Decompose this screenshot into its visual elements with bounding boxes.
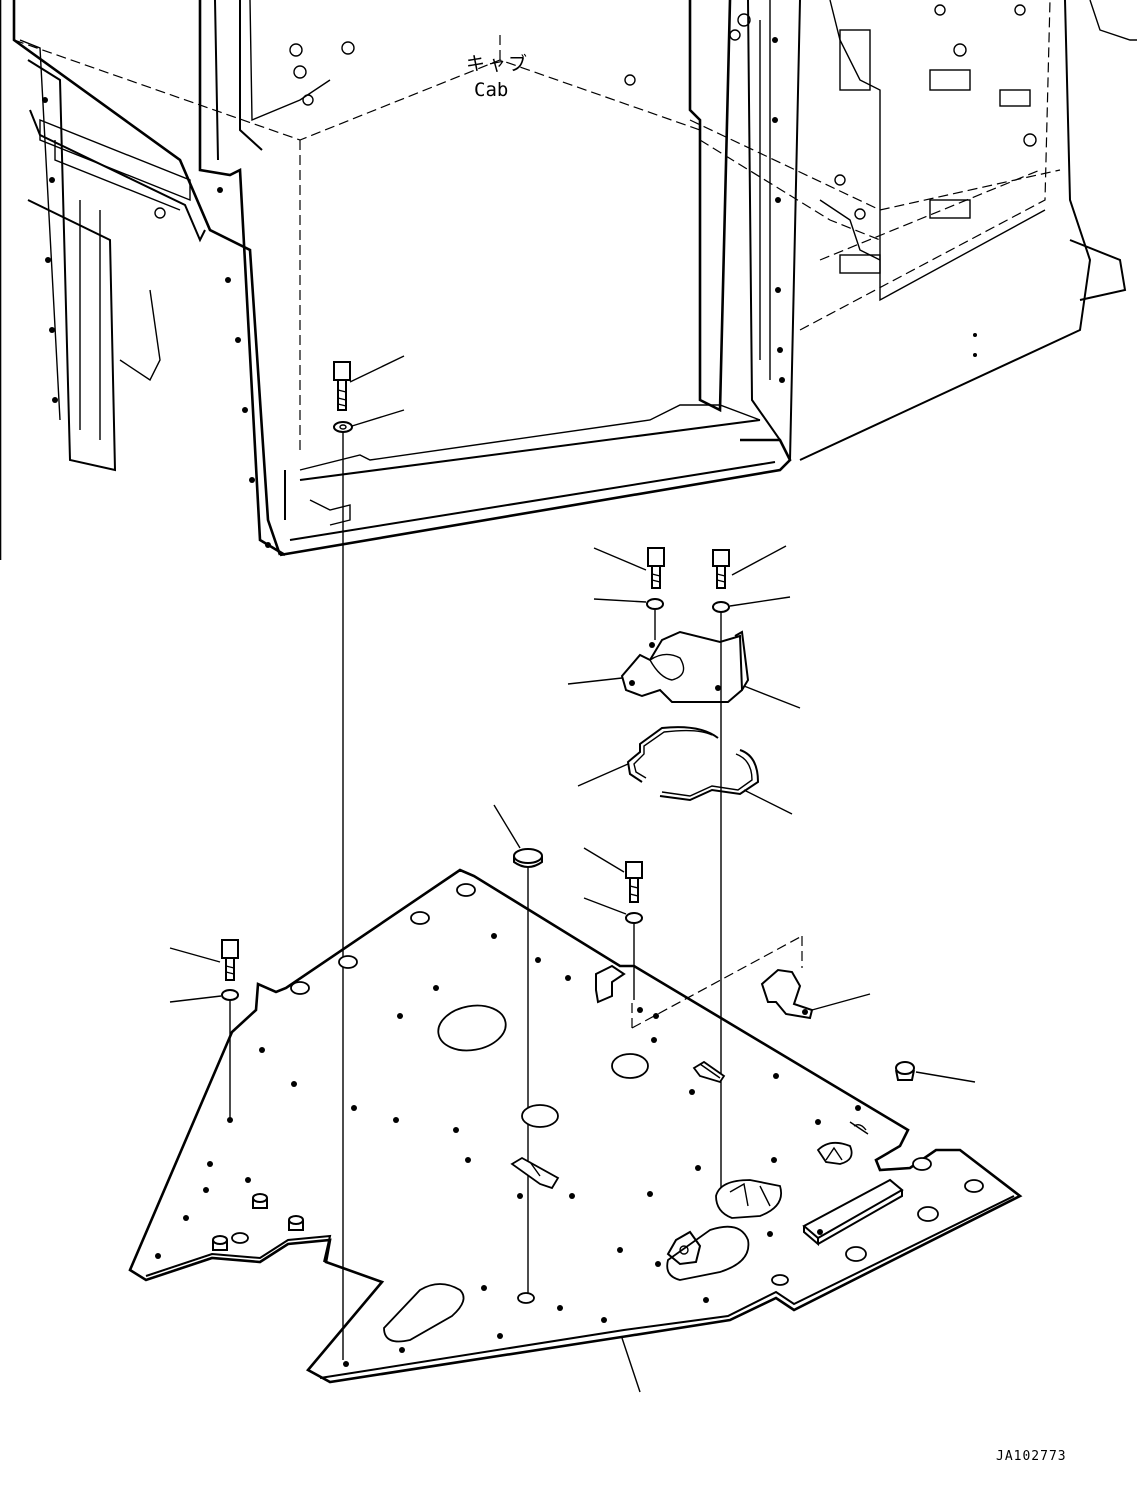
wire-clip-left [577, 726, 719, 787]
mounting-plate-bracket [567, 630, 801, 709]
bracket-washer-left [593, 598, 664, 610]
plate-bolt-center [583, 847, 643, 903]
bracket-bolt-right [712, 545, 787, 589]
plate-bosses [212, 1193, 304, 1251]
bracket-washer-right [712, 596, 791, 613]
cab-mount-washer [333, 409, 405, 433]
side-bracket [760, 968, 871, 1020]
cab-frame-holes [42, 37, 977, 548]
cab-frame: キャブ Cab [0, 0, 1137, 560]
cab-label-jp: キャブ [466, 52, 529, 75]
bracket-bolt-left [593, 547, 665, 589]
side-bracket-guide [631, 935, 803, 1029]
cab-fastener-cluster [154, 4, 1037, 274]
figure-id: JA102773 [996, 1449, 1067, 1464]
pipe-fitting [895, 1061, 976, 1083]
plate-rivets [155, 933, 861, 1367]
cab-mount-bolt [333, 355, 405, 411]
plate-bolt-left [169, 939, 239, 981]
plate-holes [231, 883, 984, 1304]
plate-washer-center [583, 897, 643, 924]
wire-clip-right [659, 749, 793, 815]
plate-washer-left [169, 989, 239, 1003]
rubber-plug [493, 804, 543, 868]
floor-plate [128, 868, 1023, 1393]
cab-label-en: Cab [474, 79, 508, 101]
